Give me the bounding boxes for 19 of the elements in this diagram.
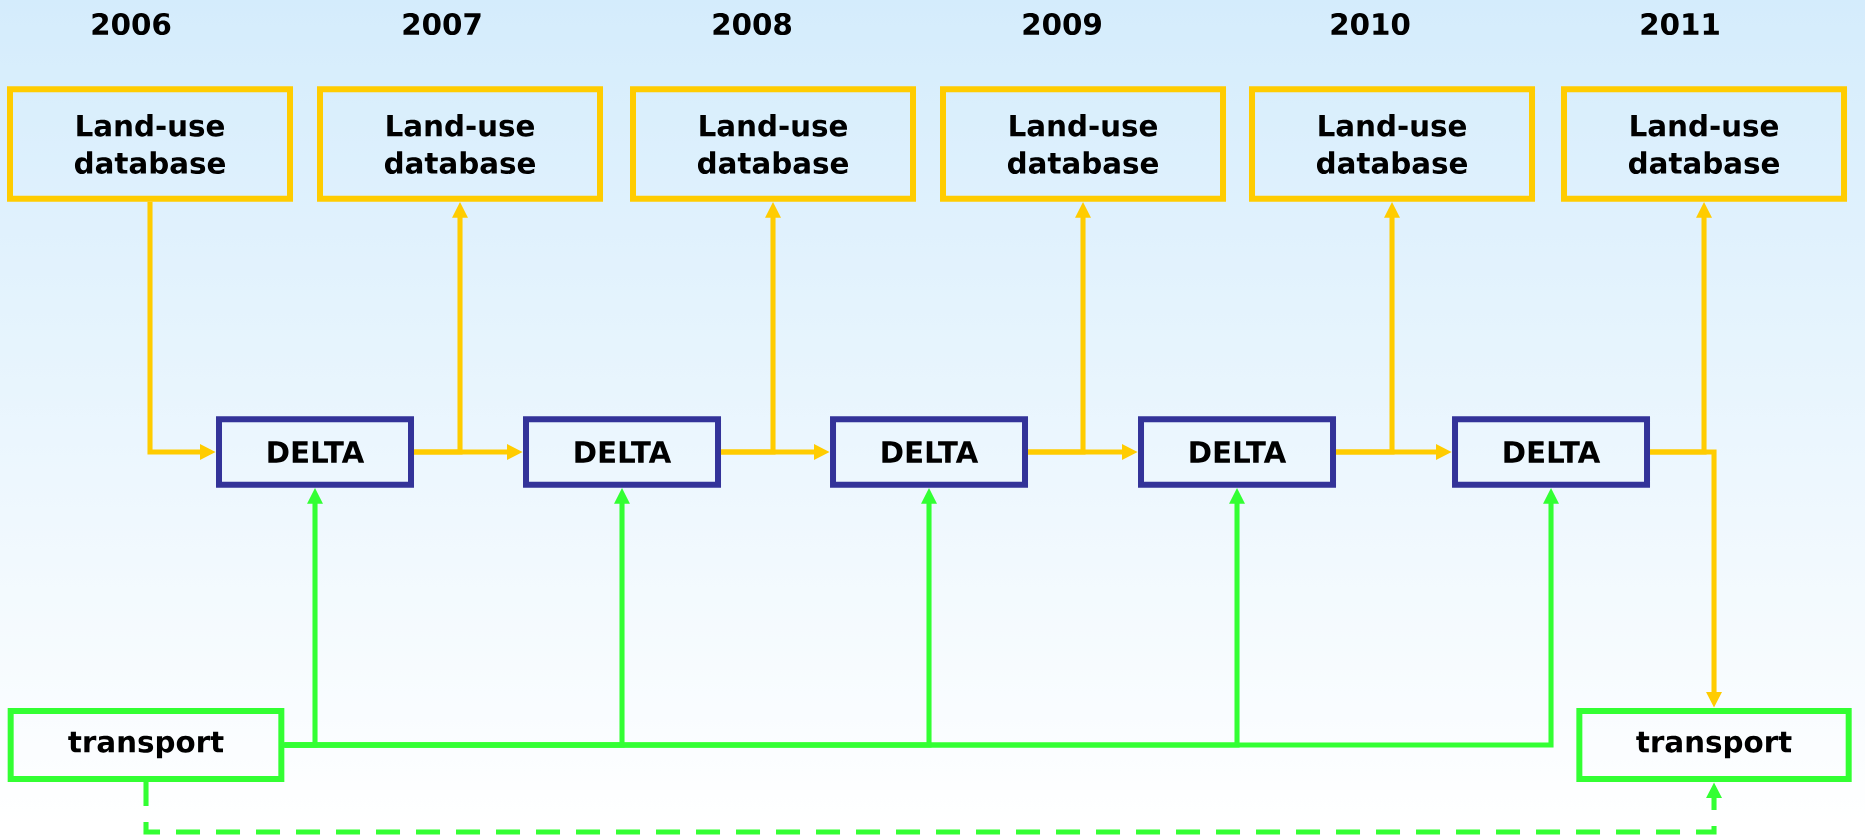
model-box: DELTA: [216, 416, 414, 488]
database-box: Land-use database: [940, 86, 1226, 202]
year-label: 2008: [713, 12, 792, 36]
year-label: 2009: [1023, 12, 1101, 36]
transport-box: transport: [1576, 708, 1852, 782]
year-label: 2006: [92, 12, 171, 36]
model-box: DELTA: [830, 416, 1028, 488]
year-label: 2011: [1641, 12, 1719, 36]
database-box: Land-use database: [1249, 86, 1535, 202]
transport-box: transport: [7, 708, 285, 782]
database-box: Land-use database: [630, 86, 916, 202]
database-box: Land-use database: [1561, 86, 1847, 202]
database-box: Land-use database: [7, 86, 293, 202]
year-label: 2007: [403, 12, 481, 36]
year-label: 2010: [1331, 12, 1410, 36]
database-box: Land-use database: [317, 86, 603, 202]
model-box: DELTA: [1138, 416, 1336, 488]
model-box: DELTA: [523, 416, 721, 488]
model-box: DELTA: [1452, 416, 1650, 488]
